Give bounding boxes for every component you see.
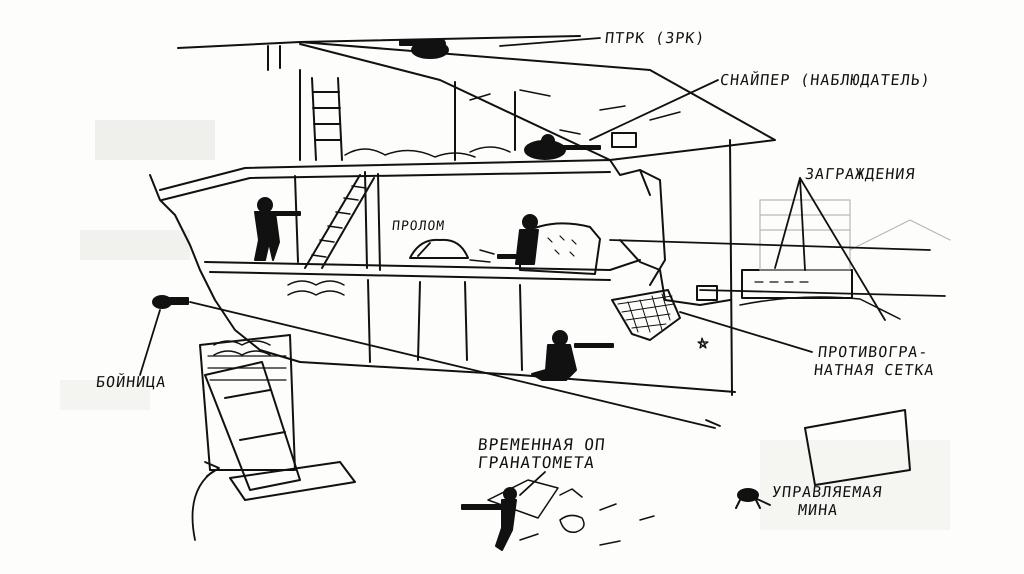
loophole-gun [152, 295, 189, 309]
label-temp-position-line2: ГРАНАТОМЕТА [477, 453, 596, 472]
sniper-soldier [524, 134, 601, 160]
second-floor-soldier-left [254, 197, 301, 261]
street-rubble [487, 479, 655, 546]
attic-level [299, 69, 516, 161]
first-floor-soldier [531, 330, 614, 381]
label-controlled-mine-line1: УПРАВЛЯЕМАЯ [771, 483, 884, 501]
controlled-mine [735, 488, 761, 509]
label-ptrk: ПТРК (ЗРК) [604, 29, 707, 47]
label-breach: ПРОЛОМ [391, 219, 446, 234]
breach-debris [409, 238, 495, 263]
roof-soldier [399, 38, 449, 59]
label-sniper: СНАЙПЕР (НАБЛЮДАТЕЛЬ) [719, 71, 932, 89]
leader-lines [139, 37, 946, 541]
bunker-with-door [199, 334, 356, 501]
soldiers [152, 38, 761, 551]
building-structure [149, 139, 736, 396]
grenadier-soldier [461, 487, 517, 551]
label-anti-grenade-net-line2: НАТНАЯ СЕТКА [813, 361, 936, 379]
right-barricade [739, 269, 911, 486]
label-temp-position-line1: ВРЕМЕННАЯ ОП [477, 435, 607, 454]
label-controlled-mine-line2: МИНА [797, 501, 840, 519]
background-smudges [60, 120, 950, 530]
label-barriers: ЗАГРАЖДЕНИЯ [804, 165, 917, 183]
roof [177, 35, 776, 161]
anti-grenade-net [611, 285, 718, 349]
label-anti-grenade-net-line1: ПРОТИВОГРА- [817, 343, 930, 361]
label-loophole: БОЙНИЦА [95, 373, 168, 391]
distant-buildings [759, 199, 951, 271]
breach-soldier [497, 214, 539, 265]
